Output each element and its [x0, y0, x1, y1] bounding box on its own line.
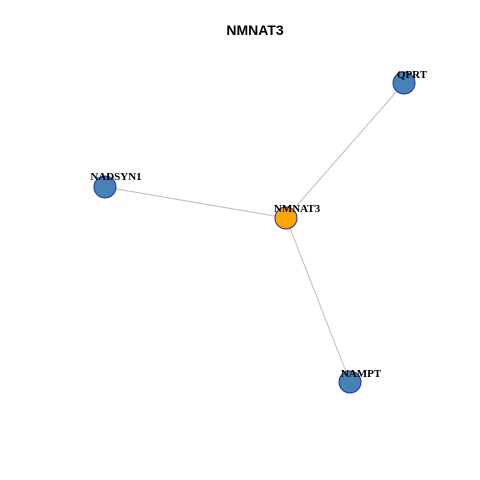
- edge-nmnat3-nampt: [285, 217, 351, 383]
- node-nampt: [338, 370, 362, 394]
- plot-title: NMNAT3: [226, 22, 284, 38]
- edge-layer: [104, 82, 405, 383]
- node-label-qprt: QPRT: [397, 69, 428, 81]
- edge-nmnat3-qprt: [285, 82, 405, 219]
- node-nadsyn1: [93, 175, 117, 199]
- edge-nmnat3-nadsyn1: [104, 186, 287, 219]
- node-qprt: [392, 71, 416, 95]
- node-label-nadsyn1: NADSYN1: [90, 171, 141, 183]
- node-label-nampt: NAMPT: [341, 368, 382, 380]
- node-nmnat3: [274, 206, 298, 230]
- node-label-nmnat3: NMNAT3: [274, 203, 321, 215]
- node-layer: [93, 71, 416, 394]
